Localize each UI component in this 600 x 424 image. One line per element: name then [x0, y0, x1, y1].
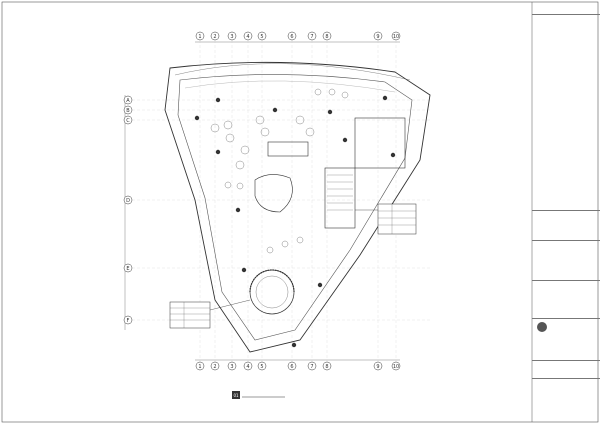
grid-label-left: E [126, 266, 129, 272]
stair-treads [249, 269, 295, 293]
structural-columns [194, 95, 396, 348]
circular-stair [249, 269, 295, 315]
grid-label-left: B [126, 108, 130, 114]
grid-label-left: A [126, 98, 130, 104]
inner-wall [177, 74, 413, 341]
stair-lines [327, 174, 353, 211]
roof-arc [174, 63, 411, 81]
view-number: 01 [233, 393, 239, 398]
central-block [267, 141, 309, 157]
stair-core [324, 167, 356, 229]
grid-label-top: 6 [290, 364, 293, 370]
callout-table-right [377, 203, 417, 235]
grid-label-top: 2 [213, 364, 216, 370]
grid-label-top: 1 [198, 364, 201, 370]
grid-label-top: 3 [230, 34, 233, 40]
grid-label-left: C [126, 118, 130, 124]
title-block-rule-5 [532, 360, 600, 361]
title-block-rule-3 [532, 280, 600, 281]
title-block-rule-2 [532, 240, 600, 241]
grid-label-top: 4 [246, 364, 249, 370]
left-grid-axes: ABC D E F [123, 95, 430, 325]
grid-label-top: 8 [325, 364, 328, 370]
service-core [354, 117, 406, 169]
grid-label-top: 8 [325, 34, 328, 40]
grid-label-left: D [126, 198, 130, 204]
callout-table-left [169, 301, 211, 329]
grid-label-top: 5 [260, 34, 263, 40]
grid-label-top: 3 [230, 364, 233, 370]
grid-label-top: 6 [290, 34, 293, 40]
grid-label-top: 10 [393, 364, 399, 370]
grid-label-top: 5 [260, 364, 263, 370]
grid-label-top: 9 [376, 34, 379, 40]
top-grid-axes: 1 1 2 2 3 3 4 4 5 5 6 6 7 7 8 8 9 9 10 10 [195, 31, 401, 371]
title-block-logo [537, 322, 547, 332]
grid-label-top: 7 [310, 364, 313, 370]
building-outline [164, 61, 431, 353]
grid-label-top: 4 [246, 34, 249, 40]
title-block-rule-6 [532, 378, 600, 379]
circular-stair-inner [255, 275, 289, 309]
title-block-top-cell [532, 0, 600, 15]
furniture-clusters [210, 88, 349, 254]
view-number-box [232, 391, 240, 399]
roof-arc-inner [184, 80, 396, 93]
grid-label-top: 9 [376, 364, 379, 370]
grid-label-top: 10 [393, 34, 399, 40]
grid-label-top: 7 [310, 34, 313, 40]
grid-label-left: F [127, 318, 130, 324]
grid-label-top: 1 [198, 34, 201, 40]
title-block-rule-4 [532, 318, 600, 319]
title-block-rule-1 [532, 210, 600, 211]
oval-feature [254, 174, 293, 213]
callout-leader-left [209, 299, 251, 311]
grid-label-top: 2 [213, 34, 216, 40]
title-block [532, 0, 600, 424]
